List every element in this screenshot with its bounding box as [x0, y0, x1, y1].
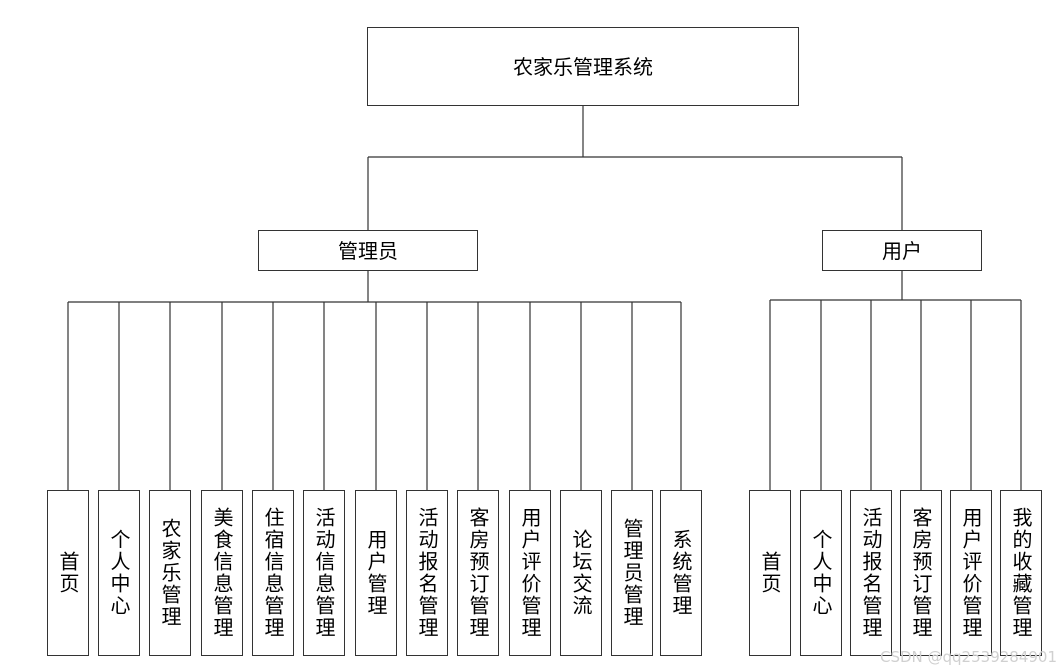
admin-module-user-reviews: 用户评价管理	[509, 490, 551, 656]
user-module-favorites: 我的收藏管理	[1000, 490, 1042, 656]
module-label: 住宿信息管理	[261, 507, 285, 639]
admin-module-food-info: 美食信息管理	[201, 490, 243, 656]
module-label: 用户评价管理	[959, 507, 983, 639]
user-module-room-booking: 客房预订管理	[900, 490, 942, 656]
admin-module-farmstay: 农家乐管理	[149, 490, 191, 656]
module-label: 首页	[758, 551, 782, 595]
admin-module-activity-info: 活动信息管理	[303, 490, 345, 656]
admin-module-activity-signup: 活动报名管理	[406, 490, 448, 656]
user-module-user-reviews: 用户评价管理	[950, 490, 992, 656]
admin-module-lodging-info: 住宿信息管理	[252, 490, 294, 656]
module-label: 个人中心	[107, 529, 131, 617]
module-label: 系统管理	[669, 529, 693, 617]
module-label: 客房预订管理	[466, 507, 490, 639]
user-module-activity-signup: 活动报名管理	[850, 490, 892, 656]
module-label: 用户评价管理	[518, 507, 542, 639]
admin-module-personal-center: 个人中心	[98, 490, 140, 656]
module-label: 个人中心	[809, 529, 833, 617]
admin-module-room-booking: 客房预订管理	[457, 490, 499, 656]
module-label: 活动报名管理	[859, 507, 883, 639]
root-node: 农家乐管理系统	[367, 27, 799, 106]
module-label: 我的收藏管理	[1009, 507, 1033, 639]
module-label: 论坛交流	[569, 529, 593, 617]
user-role-node: 用户	[822, 230, 982, 271]
admin-module-forum: 论坛交流	[560, 490, 602, 656]
module-label: 活动报名管理	[415, 507, 439, 639]
admin-role-node: 管理员	[258, 230, 478, 271]
module-label: 活动信息管理	[312, 507, 336, 639]
module-label: 客房预订管理	[909, 507, 933, 639]
admin-module-admin-management: 管理员管理	[611, 490, 653, 656]
module-label: 用户管理	[364, 529, 388, 617]
admin-module-system: 系统管理	[660, 490, 702, 656]
module-label: 管理员管理	[620, 518, 644, 628]
user-module-home: 首页	[749, 490, 791, 656]
watermark: CSDN @qq2539284901	[879, 648, 1057, 666]
admin-role-label: 管理员	[338, 238, 398, 263]
user-role-label: 用户	[882, 238, 922, 263]
admin-module-user-management: 用户管理	[355, 490, 397, 656]
module-label: 农家乐管理	[158, 518, 182, 628]
module-label: 首页	[56, 551, 80, 595]
admin-module-home: 首页	[47, 490, 89, 656]
module-label: 美食信息管理	[210, 507, 234, 639]
root-node-label: 农家乐管理系统	[513, 54, 653, 79]
user-module-personal-center: 个人中心	[800, 490, 842, 656]
